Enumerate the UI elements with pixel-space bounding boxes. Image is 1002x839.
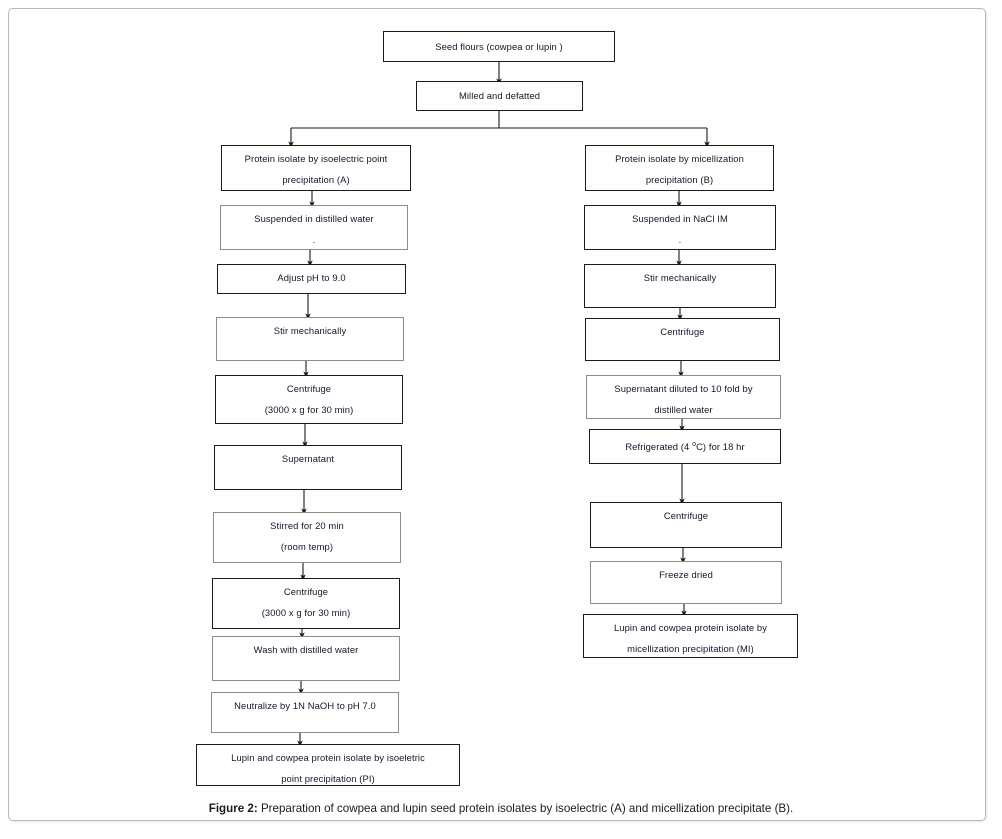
figure-frame <box>8 8 986 821</box>
node-text: Supernatant <box>281 453 335 464</box>
node-text-line1: Suspended in NaCl IM <box>632 213 728 224</box>
node-text-line1: Lupin and cowpea protein isolate by <box>613 622 768 633</box>
node-text-line1: Protein isolate by isoelectric point <box>244 153 388 164</box>
node-text-line2: . <box>312 233 316 245</box>
node-text: Seed flours (cowpea or lupin ) <box>435 40 563 52</box>
node-text-line2: (room temp) <box>280 540 334 552</box>
node-neutralize-naoh[interactable]: Neutralize by 1N NaOH to pH 7.0 <box>211 692 399 733</box>
node-adjust-ph[interactable]: Adjust pH to 9.0 <box>217 264 406 294</box>
node-text-line1: Suspended in distilled water <box>254 213 374 224</box>
node-centrifuge-a1[interactable]: Centrifuge (3000 x g for 30 min) <box>215 375 403 424</box>
node-refrigerated[interactable]: Refrigerated (4 oC) for 18 hr <box>589 429 781 464</box>
node-suspended-distilled-water[interactable]: Suspended in distilled water . <box>220 205 408 250</box>
node-centrifuge-b1[interactable]: Centrifuge <box>585 318 780 361</box>
node-text-line2: . <box>678 233 682 245</box>
figure-caption-label: Figure 2: <box>208 802 258 815</box>
node-text: Stir mechanically <box>273 325 347 336</box>
refrigerated-text-prefix: Refrigerated (4 <box>625 440 693 452</box>
node-text-line2: (3000 x g for 30 min) <box>261 606 351 618</box>
node-centrifuge-b2[interactable]: Centrifuge <box>590 502 782 548</box>
degree-symbol: o <box>692 440 697 448</box>
node-stir-mechanically-a[interactable]: Stir mechanically <box>216 317 404 361</box>
node-stirred-20-min[interactable]: Stirred for 20 min (room temp) <box>213 512 401 563</box>
node-protein-isolate-mi[interactable]: Lupin and cowpea protein isolate by mice… <box>583 614 798 658</box>
node-wash-distilled-water[interactable]: Wash with distilled water <box>212 636 400 681</box>
node-protein-isolate-pi[interactable]: Lupin and cowpea protein isolate by isoe… <box>196 744 460 786</box>
refrigerated-text-suffix: C) for 18 hr <box>696 440 745 452</box>
node-supernatant-diluted[interactable]: Supernatant diluted to 10 fold by distil… <box>586 375 781 419</box>
node-text-line2: (3000 x g for 30 min) <box>264 403 354 415</box>
node-freeze-dried[interactable]: Freeze dried <box>590 561 782 604</box>
node-text-line2: precipitation (B) <box>645 173 714 185</box>
node-text-line1: Protein isolate by micellization <box>615 153 744 164</box>
node-supernatant[interactable]: Supernatant <box>214 445 402 490</box>
node-text-line2: precipitation (A) <box>282 173 350 185</box>
node-text: Freeze dried <box>659 569 713 580</box>
node-text-line1: Stirred for 20 min <box>270 520 344 531</box>
node-text-line2: distilled water <box>654 403 713 415</box>
node-milled-and-defatted[interactable]: Milled and defatted <box>416 81 583 111</box>
node-text-line1: Lupin and cowpea protein isolate by isoe… <box>231 752 425 763</box>
node-protein-isolate-b[interactable]: Protein isolate by micellization precipi… <box>585 145 774 191</box>
figure-caption: Figure 2: Preparation of cowpea and lupi… <box>0 802 1002 815</box>
node-text: Stir mechanically <box>643 272 717 283</box>
node-text-line1: Supernatant diluted to 10 fold by <box>614 383 753 394</box>
node-text: Wash with distilled water <box>253 644 359 655</box>
node-text: Adjust pH to 9.0 <box>277 272 346 283</box>
node-text-line1: Centrifuge <box>283 586 329 597</box>
node-text: Neutralize by 1N NaOH to pH 7.0 <box>234 700 376 711</box>
node-text: Centrifuge <box>663 510 709 521</box>
node-text-line2: micellization precipitation (MI) <box>627 642 754 654</box>
node-stir-mechanically-b[interactable]: Stir mechanically <box>584 264 776 308</box>
node-text: Refrigerated (4 oC) for 18 hr <box>590 441 780 453</box>
figure-caption-text: Preparation of cowpea and lupin seed pro… <box>257 802 794 815</box>
node-suspended-nacl[interactable]: Suspended in NaCl IM . <box>584 205 776 250</box>
node-text-line2: point precipitation (PI) <box>281 772 375 784</box>
node-centrifuge-a2[interactable]: Centrifuge (3000 x g for 30 min) <box>212 578 400 629</box>
node-protein-isolate-a[interactable]: Protein isolate by isoelectric point pre… <box>221 145 411 191</box>
node-seed-flours[interactable]: Seed flours (cowpea or lupin ) <box>383 31 615 62</box>
node-text: Centrifuge <box>660 326 705 337</box>
node-text: Milled and defatted <box>458 90 541 102</box>
node-text-line1: Centrifuge <box>286 383 332 394</box>
